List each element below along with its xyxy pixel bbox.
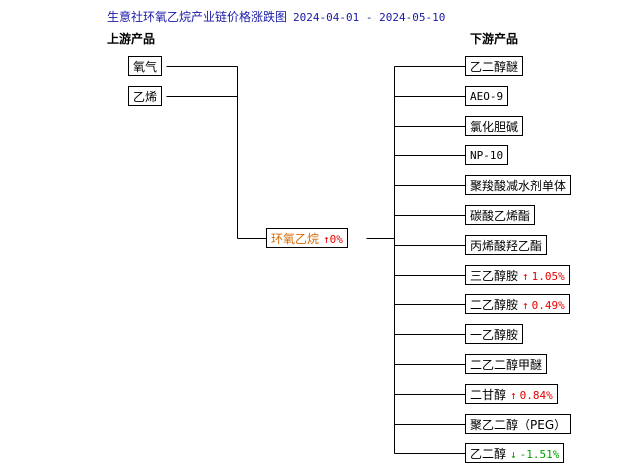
chart-title-text: 生意社环氧乙烷产业链价格涨跌图 (107, 10, 288, 24)
change-value: 0% (329, 233, 343, 246)
upstream-node-label: 乙烯 (133, 90, 158, 104)
change-value: 0.84% (519, 389, 553, 402)
upstream-node-label: 氧气 (133, 60, 158, 74)
center-node-label: 环氧乙烷 (271, 232, 320, 246)
downstream-node[interactable]: 二乙二醇甲醚 (465, 354, 548, 374)
downstream-node[interactable]: 二乙醇胺↑0.49% (465, 294, 570, 314)
downstream-node[interactable]: 聚羧酸减水剂单体 (465, 175, 572, 195)
downstream-node[interactable]: 一乙醇胺 (465, 324, 524, 344)
downstream-node-label: 三乙醇胺 (470, 269, 519, 283)
up-arrow-icon: ↑ (522, 299, 529, 312)
downstream-node-label: 丙烯酸羟乙酯 (470, 239, 543, 253)
downstream-change: ↑0.84% (510, 389, 553, 402)
downstream-node[interactable]: 乙二醇醚 (465, 56, 524, 76)
downstream-node-label: 聚乙二醇（PEG） (470, 418, 567, 432)
center-change: ↑0% (323, 233, 343, 246)
downstream-node-label: 碳酸乙烯酯 (470, 209, 531, 223)
downstream-node[interactable]: AEO-9 (465, 86, 509, 106)
downstream-node[interactable]: 三乙醇胺↑1.05% (465, 265, 570, 285)
downstream-node-label: 一乙醇胺 (470, 328, 519, 342)
downstream-node-label: 氯化胆碱 (470, 120, 519, 134)
downstream-node-label: NP-10 (470, 149, 504, 162)
downstream-node[interactable]: 丙烯酸羟乙酯 (465, 235, 548, 255)
up-arrow-icon: ↑ (323, 233, 330, 246)
downstream-node-label: 聚羧酸减水剂单体 (470, 179, 567, 193)
center-node-ethylene-oxide[interactable]: 环氧乙烷↑0% (266, 228, 348, 248)
downstream-change: ↓-1.51% (510, 448, 559, 461)
upstream-node-oxygen[interactable]: 氧气 (128, 56, 163, 76)
downstream-node[interactable]: 乙二醇↓-1.51% (465, 443, 565, 463)
up-arrow-icon: ↑ (522, 270, 529, 283)
downstream-node[interactable]: 聚乙二醇（PEG） (465, 414, 572, 434)
downstream-node-label: 二乙醇胺 (470, 298, 519, 312)
downstream-node-label: 二甘醇 (470, 388, 507, 402)
downstream-node[interactable]: 碳酸乙烯酯 (465, 205, 536, 225)
downstream-header: 下游产品 (470, 32, 519, 46)
upstream-header: 上游产品 (107, 32, 156, 46)
change-value: 0.49% (531, 299, 565, 312)
upstream-node-ethylene[interactable]: 乙烯 (128, 86, 163, 106)
downstream-node-label: 乙二醇 (470, 447, 507, 461)
down-arrow-icon: ↓ (510, 448, 517, 461)
downstream-node[interactable]: 二甘醇↑0.84% (465, 384, 558, 404)
change-value: -1.51% (519, 448, 560, 461)
downstream-change: ↑0.49% (522, 299, 565, 312)
downstream-node-label: 二乙二醇甲醚 (470, 358, 543, 372)
chart-title: 生意社环氧乙烷产业链价格涨跌图 2024-04-01 - 2024-05-10 (107, 8, 445, 25)
up-arrow-icon: ↑ (510, 389, 517, 402)
downstream-change: ↑1.05% (522, 270, 565, 283)
date-range: 2024-04-01 - 2024-05-10 (293, 11, 446, 24)
change-value: 1.05% (531, 270, 565, 283)
downstream-node-label: 乙二醇醚 (470, 60, 519, 74)
downstream-node[interactable]: NP-10 (465, 145, 509, 165)
downstream-node-label: AEO-9 (470, 90, 504, 103)
downstream-node[interactable]: 氯化胆碱 (465, 116, 524, 136)
